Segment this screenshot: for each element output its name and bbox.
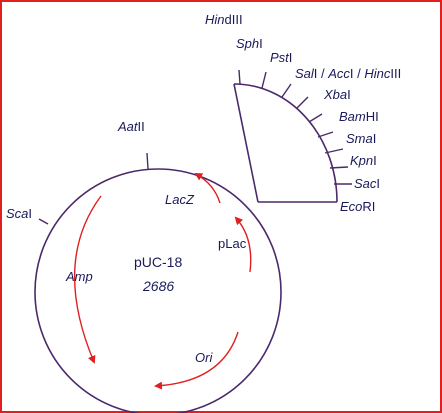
bamhi-label: BamHI	[339, 109, 379, 124]
amp-arrow	[74, 195, 102, 364]
saci-label: SacI	[354, 176, 380, 191]
sal-acc-hinc-label: SalI / AccI / HincIII	[295, 66, 401, 81]
sphi-label: SphI	[236, 36, 263, 51]
scai-label: ScaI	[6, 206, 32, 221]
aatii-label: AatII	[117, 119, 145, 134]
aatii-tick	[146, 152, 149, 170]
hindiii-label: HindIII	[205, 12, 243, 27]
ori-label: Ori	[195, 350, 213, 365]
kpni-label: KpnI	[350, 153, 377, 168]
plasmid-size: 2686	[142, 278, 174, 294]
mcs-ticks	[238, 69, 352, 185]
plac-label: pLac	[218, 236, 247, 251]
lacz-arrow	[194, 173, 221, 204]
feature-arrows	[74, 173, 252, 390]
ori-arrow	[154, 331, 239, 390]
psti-label: PstI	[270, 50, 292, 65]
smai-label: SmaI	[346, 131, 376, 146]
amp-label: Amp	[65, 269, 93, 284]
xbai-label: XbaI	[323, 87, 351, 102]
scai-tick	[38, 218, 49, 225]
ecori-label: EcoRI	[340, 199, 375, 214]
lacz-label: LacZ	[165, 192, 195, 207]
plasmid-circle	[34, 168, 282, 413]
plac-arrow	[234, 216, 252, 273]
mcs-wedge	[233, 83, 338, 203]
plasmid-name: pUC-18	[134, 254, 182, 270]
